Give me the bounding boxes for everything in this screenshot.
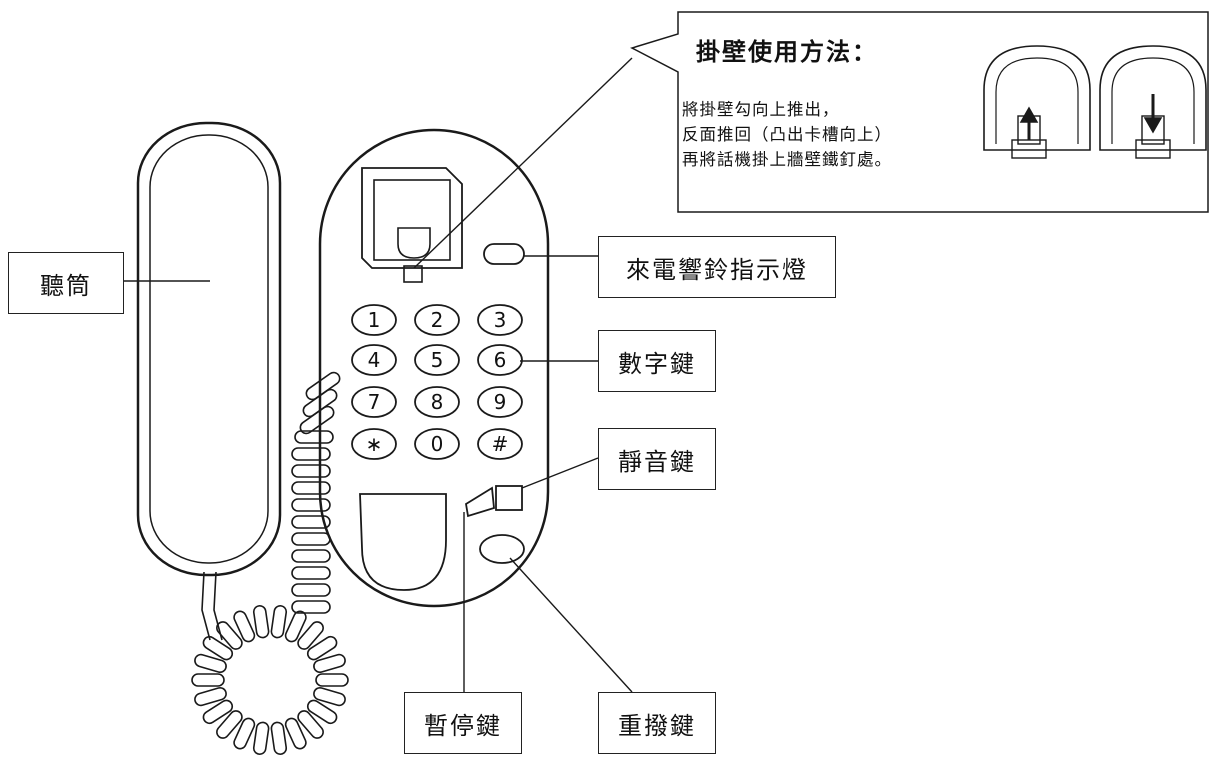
cord-coil [291,464,331,478]
cord-coil [284,610,307,643]
wall-mount-callout [630,11,1209,213]
cord-coil [202,699,234,725]
pause-button [465,486,495,518]
keypad-key-digit: ∗ [365,432,383,456]
cord-coil [194,686,227,707]
ring-indicator-label: 來電響鈴指示燈 [598,236,836,298]
keypad-key-digit: 7 [367,390,381,414]
handset-illustration [136,121,282,577]
wall-mount-instruction-line: 反面推回（凸出卡槽向上） [682,125,892,144]
cord-coil [252,605,270,639]
wall-mount-instruction-line: 將掛壁勾向上推出， [682,100,840,119]
phone-base [318,128,550,608]
cord-coil [291,447,331,461]
cord-coil [313,653,346,674]
cord-coil [284,717,307,750]
keypad-key-digit: 2 [430,308,444,332]
cord-coil [315,673,349,687]
keypad-key-oval [351,304,397,336]
keypad-key-oval [414,344,460,376]
ring-indicator-led [483,243,525,265]
keypad-key-digit: 4 [367,348,381,372]
handset-label: 聽筒 [8,252,124,314]
cord-coil [306,635,338,661]
wall-mount-instruction-line: 再將話機掛上牆壁鐵釘處。 [682,150,892,169]
cord-coil [291,498,331,512]
cord-coil [291,515,331,529]
mute-label: 靜音鍵 [598,428,716,490]
leader-lines [124,57,633,693]
redial-button [479,534,525,564]
keypad-key-oval [414,386,460,418]
cord-coil [297,710,324,739]
cord-coil [233,610,256,643]
wall-hook [403,265,423,283]
cord-coil [291,583,331,597]
cord-coil [233,717,256,750]
cord-coil [297,621,324,650]
cord-coil [291,481,331,495]
keypad-key-digit: 5 [430,348,444,372]
redial-label: 重撥鍵 [598,692,716,754]
cord-coil [216,710,243,739]
keypad-key-oval [477,386,523,418]
keypad-key-oval [351,428,397,460]
keypad-key-digit: 3 [493,308,507,332]
cord-coil [270,605,288,639]
cord-coil [216,621,243,650]
cord-coil [270,721,288,755]
cord-coil [313,686,346,707]
coiled-cord [191,371,349,755]
keypad-key-digit: # [491,432,509,456]
keypad-key-digit: 1 [367,308,381,332]
keypad-key-oval [351,344,397,376]
keypad-key-digit: 6 [493,348,507,372]
keypad [351,304,523,460]
cord-coil [252,721,270,755]
keypad-key-digit: 8 [430,390,444,414]
cord-coil [202,635,234,661]
keypad-key-digit: 0 [430,432,444,456]
cord-coil [294,430,334,444]
cord-coil [291,532,331,546]
keypad-key-oval [414,428,460,460]
cord-coil [191,673,225,687]
keypad-key-oval [414,304,460,336]
cord-coil [291,566,331,580]
keypad-key-oval [477,428,523,460]
keypad-key-oval [477,304,523,336]
cord-coil [291,549,331,563]
wall-mount-title: 掛壁使用方法： [696,38,878,66]
keypad-label: 數字鍵 [598,330,716,392]
keypad-key-oval [477,344,523,376]
pause-label: 暫停鍵 [404,692,522,754]
cord-coil [306,699,338,725]
cord-coil [194,653,227,674]
keypad-key-digit: 9 [493,390,507,414]
keypad-key-oval [351,386,397,418]
cord-coil [291,600,331,614]
mute-button [495,485,523,511]
